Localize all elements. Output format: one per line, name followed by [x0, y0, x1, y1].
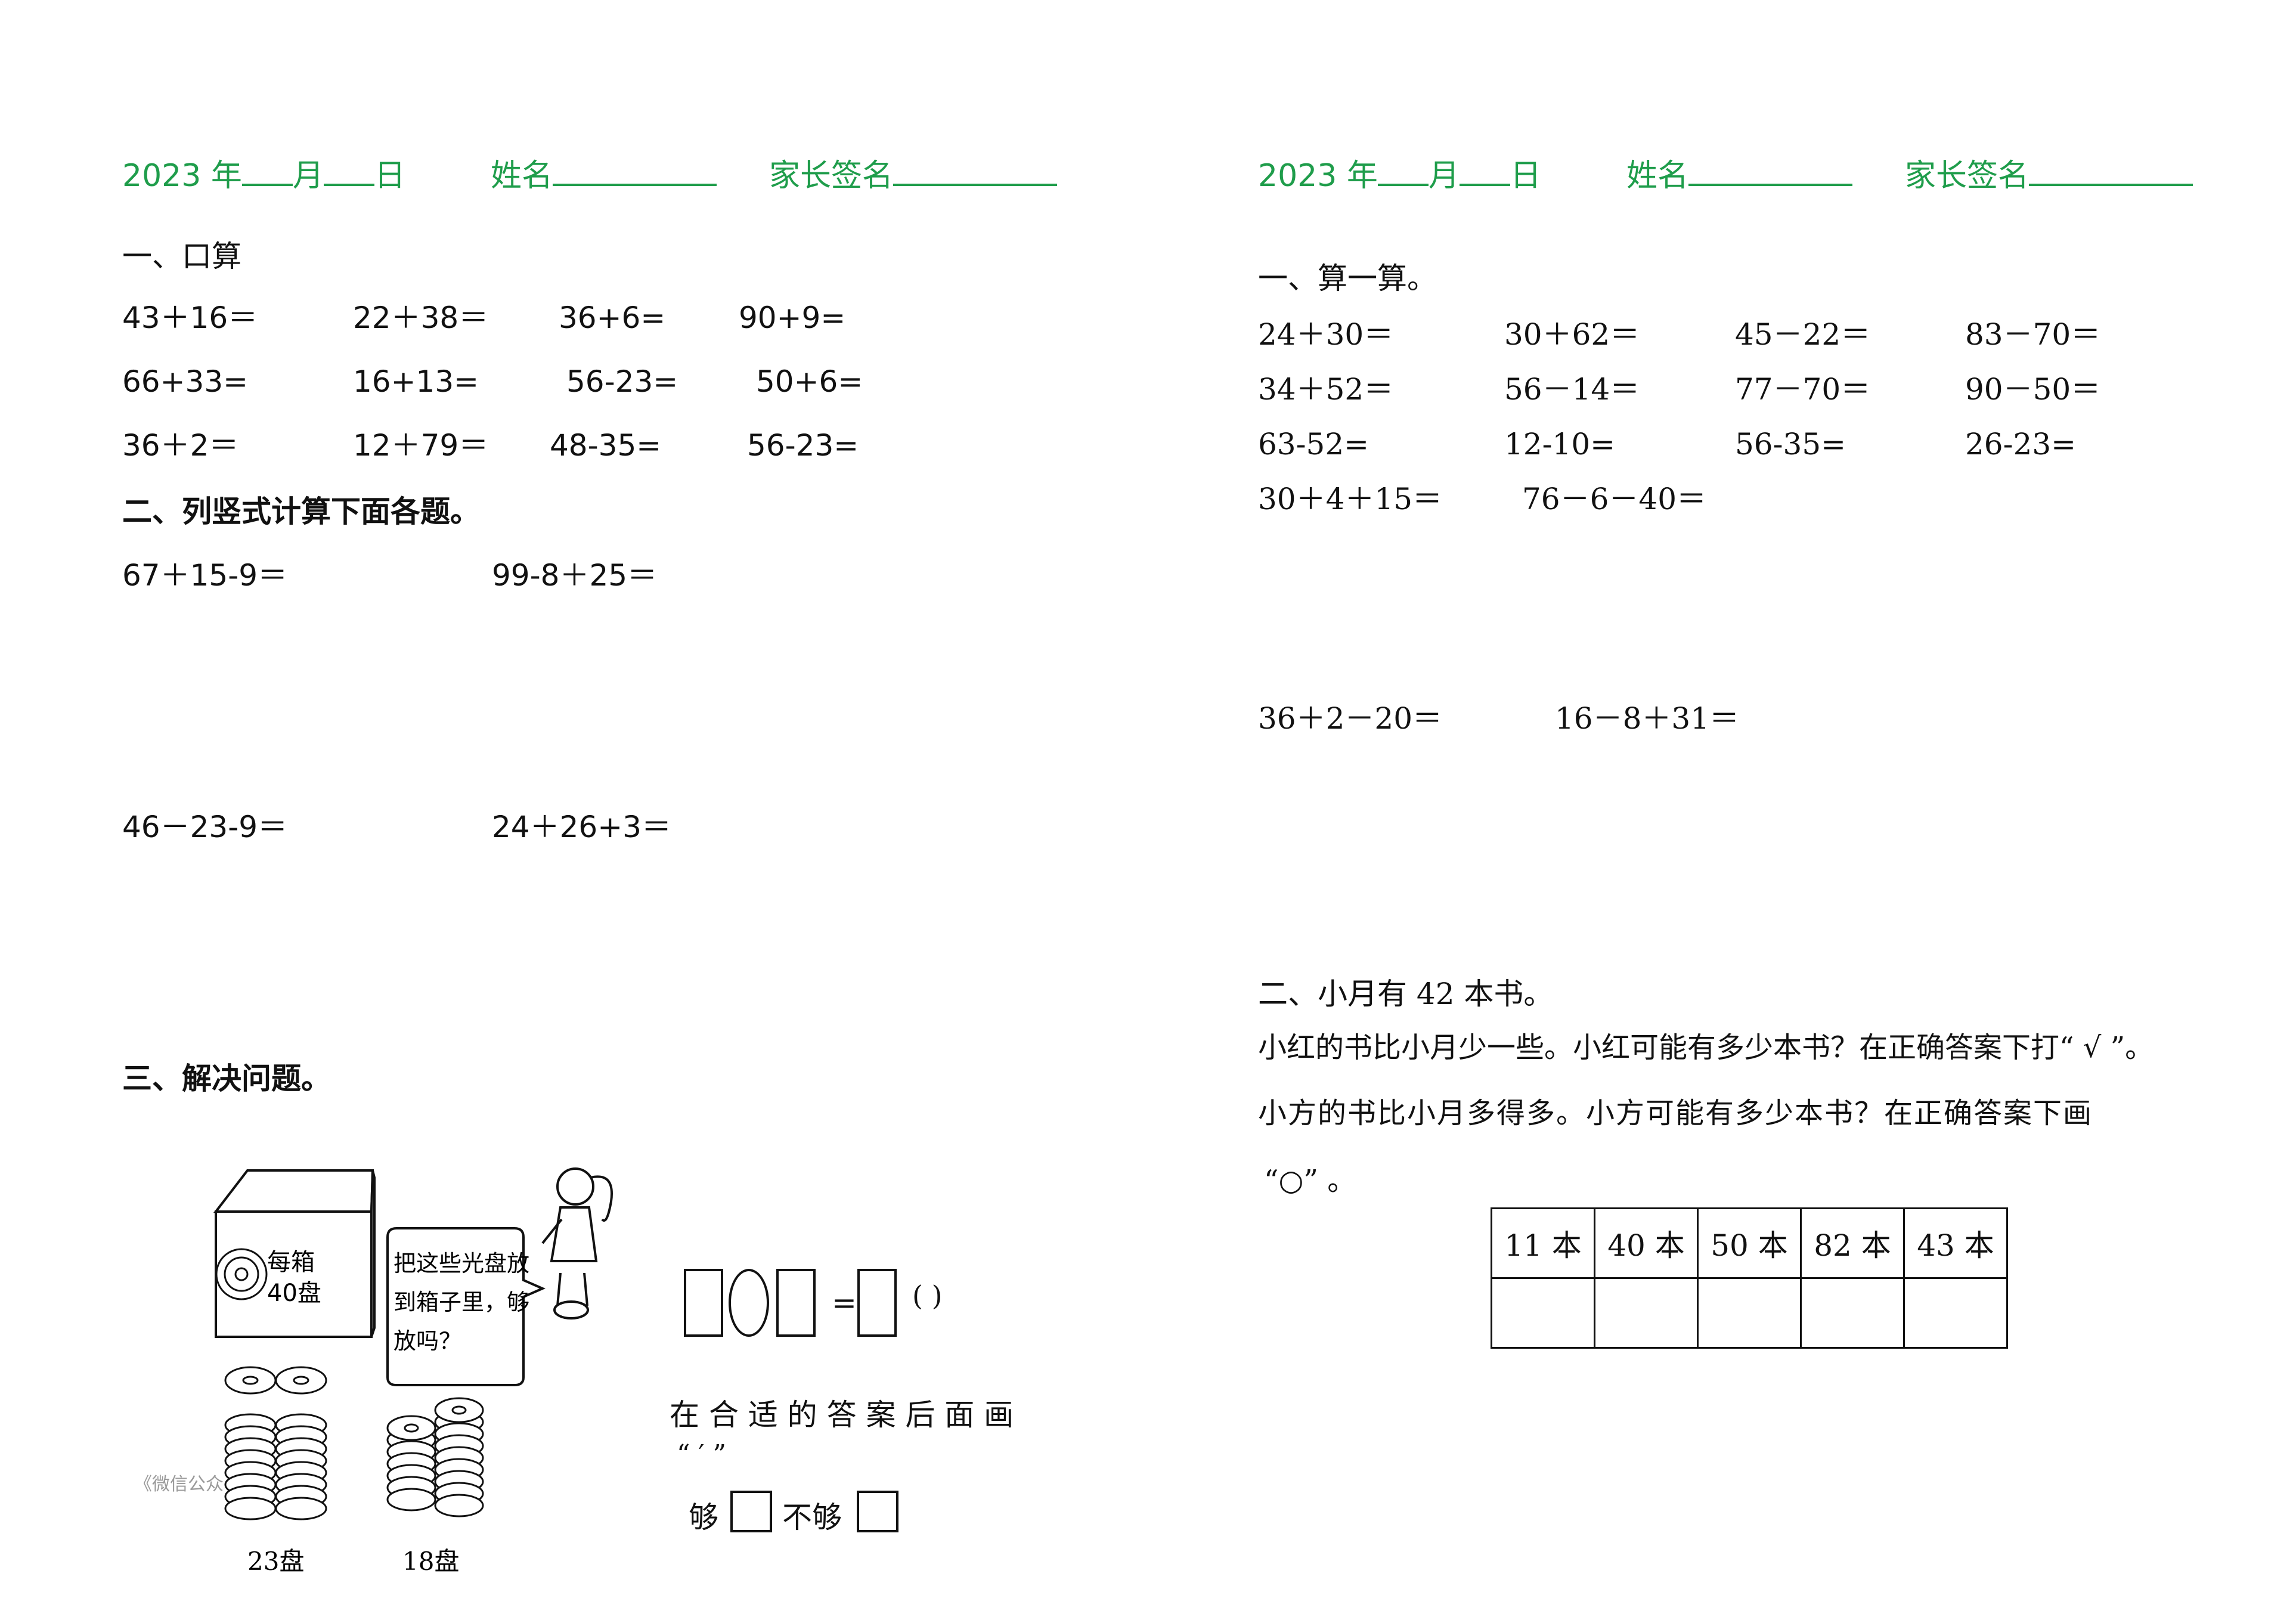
calc-problem: 16－8＋31＝: [1555, 701, 1740, 736]
parent-sign-label: 家长签名: [1905, 158, 2029, 194]
table-answer-row: [1491, 1277, 2008, 1349]
calc-problem: 36＋2－20＝: [1258, 701, 1443, 736]
answer-cell[interactable]: [1491, 1277, 1595, 1349]
parent-sign-blank[interactable]: [2029, 156, 2193, 186]
calc-problem: 56－14＝: [1504, 372, 1640, 407]
not-enough-label: 不够: [782, 1500, 842, 1535]
oral-problem: 43＋16＝: [122, 301, 258, 335]
day-label: 日: [374, 158, 405, 194]
box-icon: [213, 1169, 376, 1338]
vertical-problem: 24＋26+3＝: [492, 810, 671, 844]
table-header-row: 11 本 40 本 50 本 82 本 43 本: [1491, 1207, 2008, 1279]
speech-bubble: [386, 1227, 546, 1386]
section2-title: 二、列竖式计算下面各题。: [122, 494, 480, 529]
name-blank[interactable]: [1688, 156, 1852, 186]
year-label: 2023 年: [122, 158, 242, 194]
oral-problem: 12＋79＝: [353, 428, 489, 463]
right-section2-title: 二、小月有 42 本书。: [1258, 977, 1554, 1011]
left-header: 2023 年 月 日 姓名 家长签名: [122, 156, 1058, 194]
calc-problem: 30＋62＝: [1504, 317, 1640, 352]
question-1: 小红的书比小月少一些。小红可能有多少本书？在正确答案下打“ √ ”。: [1258, 1031, 2154, 1064]
box-label: 40盘: [267, 1280, 321, 1307]
vertical-problem: 46－23-9＝: [122, 810, 288, 844]
month-blank[interactable]: [241, 156, 293, 186]
instruction-text: 在 合 适 的 答 案 后 面 画: [670, 1398, 1014, 1432]
unit-paren: ( ): [912, 1280, 943, 1312]
table-header-cell: 82 本: [1800, 1207, 1905, 1279]
name-label: 姓名: [490, 158, 553, 194]
calc-problem: 30＋4＋15＝: [1258, 482, 1443, 516]
equals-sign: =: [832, 1286, 857, 1320]
answer-cell[interactable]: [1594, 1277, 1699, 1349]
year-label: 2023 年: [1258, 158, 1378, 194]
answer-box[interactable]: [857, 1269, 897, 1337]
calc-problem: 45－22＝: [1735, 317, 1871, 352]
month-blank[interactable]: [1377, 156, 1429, 186]
oral-problem: 56-23=: [566, 364, 678, 399]
oral-problem: 36+6=: [559, 301, 666, 335]
cd-stack-icon: [224, 1366, 484, 1520]
bubble-text: 放吗？: [393, 1328, 461, 1354]
cd-box-illustration: 每箱 40盘 把这些光盘放 到箱子里，够 放吗？: [213, 1167, 613, 1576]
oral-problem: 50+6=: [756, 364, 863, 399]
section3-title: 三、解决问题。: [122, 1061, 331, 1096]
vertical-problem: 67＋15-9＝: [122, 558, 288, 593]
parent-sign-label: 家长签名: [769, 158, 894, 194]
oral-problem: 16+13=: [353, 364, 479, 399]
answer-cell[interactable]: [1903, 1277, 2008, 1349]
calc-problem: 26-23=: [1965, 427, 2077, 461]
right-header: 2023 年 月 日 姓名 家长签名: [1258, 156, 2193, 191]
girl-icon: [541, 1167, 613, 1320]
answer-box[interactable]: [776, 1269, 816, 1337]
calc-problem: 24＋30＝: [1258, 317, 1394, 352]
not-enough-checkbox[interactable]: [857, 1491, 898, 1532]
question-2-end: “○” 。: [1264, 1164, 1356, 1197]
box-label: 每箱: [267, 1249, 315, 1276]
calc-problem: 56-35=: [1735, 427, 1846, 461]
calc-problem: 76－6－40＝: [1522, 482, 1707, 516]
cd-icon: [215, 1248, 268, 1300]
calc-problem: 83－70＝: [1965, 317, 2101, 352]
table-header-cell: 50 本: [1697, 1207, 1802, 1279]
watermark: 《微信公众: [134, 1474, 224, 1495]
table-header-cell: 43 本: [1903, 1207, 2008, 1279]
oral-problem: 48-35=: [550, 428, 662, 463]
answer-cell[interactable]: [1697, 1277, 1802, 1349]
table-header-cell: 11 本: [1491, 1207, 1595, 1279]
section1-title: 一、口算: [122, 239, 241, 274]
enough-checkbox[interactable]: [730, 1491, 772, 1532]
month-label: 月: [1428, 158, 1460, 194]
calc-problem: 34＋52＝: [1258, 372, 1394, 407]
question-2: 小方的书比小月多得多。小方可能有多少本书？在正确答案下画: [1258, 1097, 2093, 1130]
oral-problem: 36＋2＝: [122, 428, 239, 463]
instruction-mark: “ ′ ”: [677, 1439, 726, 1470]
oral-problem: 22＋38＝: [353, 301, 489, 335]
answer-box[interactable]: [684, 1269, 723, 1337]
calc-problem: 77－70＝: [1735, 372, 1871, 407]
calc-problem: 12-10=: [1504, 427, 1616, 461]
name-blank[interactable]: [552, 156, 717, 186]
name-label: 姓名: [1626, 158, 1688, 194]
day-blank[interactable]: [323, 156, 374, 186]
calc-problem: 90－50＝: [1965, 372, 2101, 407]
day-label: 日: [1510, 158, 1541, 194]
calc-problem: 63-52=: [1258, 427, 1369, 461]
operator-oval[interactable]: [729, 1269, 769, 1337]
bubble-text: 到箱子里，够: [393, 1289, 529, 1315]
oral-problem: 56-23=: [747, 428, 859, 463]
enough-label: 够: [689, 1500, 718, 1535]
stack-label: 18盘: [402, 1547, 459, 1576]
table-header-cell: 40 本: [1594, 1207, 1699, 1279]
stack-label: 23盘: [247, 1547, 304, 1576]
day-blank[interactable]: [1459, 156, 1510, 186]
month-label: 月: [292, 158, 324, 194]
oral-problem: 66+33=: [122, 364, 249, 399]
answer-table: 11 本 40 本 50 本 82 本 43 本: [1491, 1207, 2008, 1349]
right-section1-title: 一、算一算。: [1258, 261, 1437, 296]
answer-cell[interactable]: [1800, 1277, 1905, 1349]
bubble-text: 把这些光盘放: [393, 1250, 529, 1277]
oral-problem: 90+9=: [739, 301, 846, 335]
vertical-problem: 99-8＋25＝: [492, 558, 658, 593]
parent-sign-blank[interactable]: [893, 156, 1058, 186]
